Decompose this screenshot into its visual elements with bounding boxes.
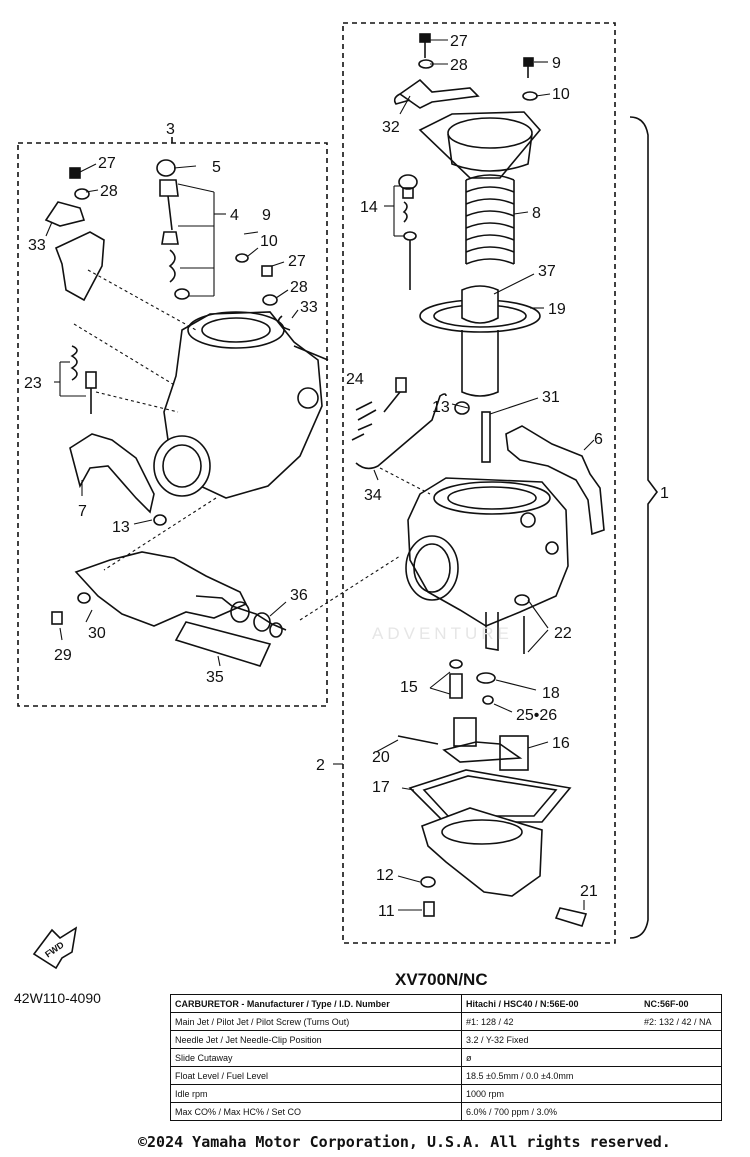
spec-row: Float Level / Fuel Level 18.5 ±0.5mm / 0… [170, 1066, 722, 1085]
spec-row: Needle Jet / Jet Needle-Clip Position 3.… [170, 1030, 722, 1049]
callout-group-3: 3 [166, 121, 175, 138]
spec-label: CARBURETOR - Manufacturer / Type / I.D. … [170, 994, 462, 1013]
spec-label: Main Jet / Pilot Jet / Pilot Screw (Turn… [170, 1012, 462, 1031]
spec-row: Idle rpm 1000 rpm [170, 1084, 722, 1103]
spec-header-row: CARBURETOR - Manufacturer / Type / I.D. … [170, 994, 722, 1013]
callout-21: 21 [580, 883, 598, 900]
callout-18: 18 [542, 685, 560, 702]
callout-10: 10 [552, 86, 570, 103]
callout-13-left: 13 [112, 519, 130, 536]
callout-6: 6 [594, 431, 603, 448]
spec-label: Idle rpm [170, 1084, 462, 1103]
callout-23: 23 [24, 375, 42, 392]
callout-11: 11 [378, 903, 395, 920]
group-2-frame [342, 22, 616, 944]
group-1-bracket [629, 116, 658, 939]
callout-37: 37 [538, 263, 556, 280]
spec-value: 6.0% / 700 ppm / 3.0% [461, 1102, 640, 1121]
callout-33-right: 33 [300, 299, 318, 316]
spec-value-2 [640, 1066, 722, 1085]
callout-28-mid: 28 [290, 279, 308, 296]
callout-25-26: 25•26 [516, 707, 557, 724]
spec-label: Slide Cutaway [170, 1048, 462, 1067]
callout-10-left: 10 [260, 233, 278, 250]
spec-value: 1000 rpm [461, 1084, 640, 1103]
right-carburetor-drawing [351, 33, 605, 927]
callout-24: 24 [346, 371, 364, 388]
callout-34: 34 [364, 487, 382, 504]
callout-12: 12 [376, 867, 394, 884]
callout-9-left: 9 [262, 207, 271, 224]
callout-22: 22 [554, 625, 572, 642]
leader-lines [45, 39, 595, 911]
callout-8: 8 [532, 205, 541, 222]
callout-7: 7 [78, 503, 87, 520]
spec-value-2: NC:56F-00 [640, 994, 722, 1013]
callout-27-mid: 27 [288, 253, 306, 270]
watermark: ADVENTURE [372, 624, 513, 643]
callout-35: 35 [206, 669, 224, 686]
spec-value: #1: 128 / 42 [461, 1012, 640, 1031]
callout-29: 29 [54, 647, 72, 664]
spec-label: Needle Jet / Jet Needle-Clip Position [170, 1030, 462, 1049]
spec-value: 3.2 / Y-32 Fixed [461, 1030, 640, 1049]
spec-value-2: #2: 132 / 42 / NA [640, 1012, 722, 1031]
spec-value-2 [640, 1048, 722, 1067]
callout-13: 13 [432, 399, 450, 416]
callout-5: 5 [212, 159, 221, 176]
spec-label: Float Level / Fuel Level [170, 1066, 462, 1085]
spec-label: Max CO% / Max HC% / Set CO [170, 1102, 462, 1121]
carburetor-spec-table: CARBURETOR - Manufacturer / Type / I.D. … [170, 994, 722, 1121]
callout-19: 19 [548, 301, 566, 318]
spec-value-2 [640, 1084, 722, 1103]
callout-32: 32 [382, 119, 400, 136]
callout-31: 31 [542, 389, 560, 406]
callout-9: 9 [552, 55, 561, 72]
callout-17: 17 [372, 779, 390, 796]
callout-33: 33 [28, 237, 46, 254]
callout-numbers: 1 2 3 27 28 9 10 32 8 14 37 19 24 31 13 … [24, 33, 669, 920]
callout-28-left: 28 [100, 183, 118, 200]
callout-15: 15 [400, 679, 418, 696]
callout-30: 30 [88, 625, 106, 642]
callout-27-left: 27 [98, 155, 116, 172]
callout-16: 16 [552, 735, 570, 752]
spec-value: 18.5 ±0.5mm / 0.0 ±4.0mm [461, 1066, 640, 1085]
callout-group-2: 2 [316, 757, 325, 774]
callout-28: 28 [450, 57, 468, 74]
spec-value: ø [461, 1048, 640, 1067]
fwd-arrow-icon: FWD [32, 926, 78, 970]
model-title: XV700N/NC [395, 970, 488, 989]
copyright-notice: ©2024 Yamaha Motor Corporation, U.S.A. A… [138, 1133, 671, 1151]
callout-36: 36 [290, 587, 308, 604]
callout-20: 20 [372, 749, 390, 766]
spec-row: Max CO% / Max HC% / Set CO 6.0% / 700 pp… [170, 1102, 722, 1121]
left-carburetor-drawing [44, 159, 329, 667]
callout-14: 14 [360, 199, 378, 216]
callout-group-1: 1 [660, 485, 669, 502]
spec-row: Main Jet / Pilot Jet / Pilot Screw (Turn… [170, 1012, 722, 1031]
diagram-part-number: 42W110-4090 [14, 990, 101, 1006]
spec-value-2 [640, 1102, 722, 1121]
spec-value: Hitachi / HSC40 / N:56E-00 [461, 994, 640, 1013]
callout-4: 4 [230, 207, 239, 224]
callout-27: 27 [450, 33, 468, 50]
spec-row: Slide Cutaway ø [170, 1048, 722, 1067]
spec-value-2 [640, 1030, 722, 1049]
